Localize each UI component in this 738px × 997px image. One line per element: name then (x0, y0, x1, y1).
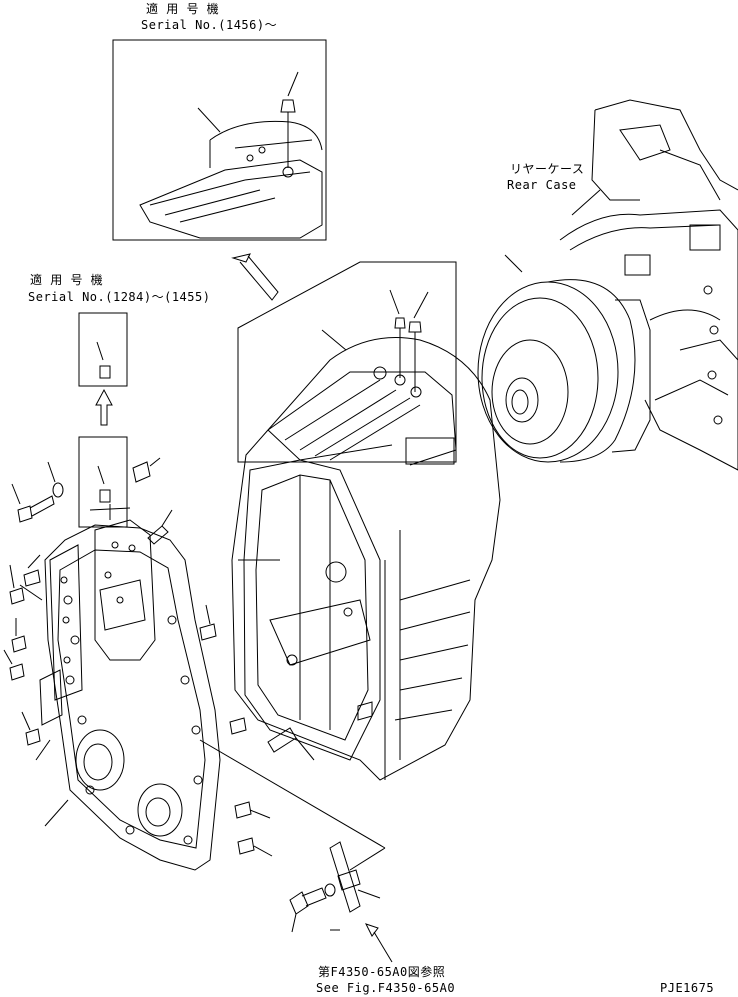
front-cover (19, 519, 221, 871)
top-applicable-label-jp: 適 用 号 機 (146, 2, 220, 16)
bolts-left (3, 457, 273, 857)
rear-case-label-en: Rear Case (507, 178, 577, 192)
drawing-code: PJE1675 (660, 981, 715, 995)
bracket-assembly (289, 841, 393, 963)
torque-converter (477, 254, 651, 463)
arrow-to-top-inset (231, 253, 279, 301)
inset-box-serial-1456 (112, 39, 327, 241)
transmission-case (231, 261, 501, 781)
inset-box-serial-1284-1455 (78, 312, 128, 528)
rear-case-label-jp: リヤーケース (510, 162, 585, 176)
reference-label-jp: 第F4350-65A0図参照 (318, 965, 446, 979)
top-serial-label: Serial No.(1456)～ (141, 18, 278, 32)
mid-applicable-label-jp: 適 用 号 機 (30, 273, 104, 287)
rear-case (559, 99, 738, 471)
assembly-guide-lines (199, 559, 386, 871)
reference-label-en: See Fig.F4350-65A0 (316, 981, 456, 995)
mid-serial-label: Serial No.(1284)～(1455) (28, 290, 211, 304)
